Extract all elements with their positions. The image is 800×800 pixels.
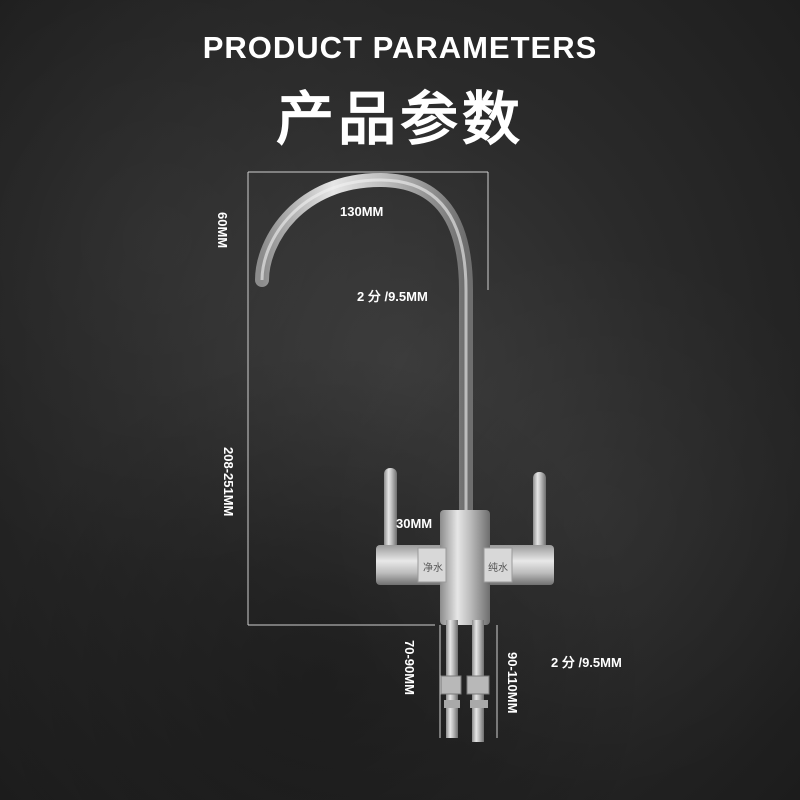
right-inlet-length-label: 90-110MM [505,652,520,714]
spout-pipe [255,172,473,522]
title-english: PRODUCT PARAMETERS [202,30,598,65]
right-marking: 纯水 [488,563,508,574]
dimension-lines [247,171,498,738]
pipe-size-label: 2 分 /9.5MM [357,289,428,304]
body-width-label: 30MM [396,516,433,531]
total-height-label: 208-251MM [221,447,236,517]
title-chinese: 产品参数 [275,87,524,152]
inlet-pipe-size-label: 2 分 /9.5MM [551,655,622,670]
right-handle [533,472,546,552]
left-handle [384,468,397,550]
main-column [440,510,490,625]
left-marking: 净水 [423,563,443,574]
left-inlet-length-label: 70-90MM [402,640,417,695]
spout-height-label: 60MM [215,212,230,249]
spout-reach-label: 130MM [340,204,384,219]
